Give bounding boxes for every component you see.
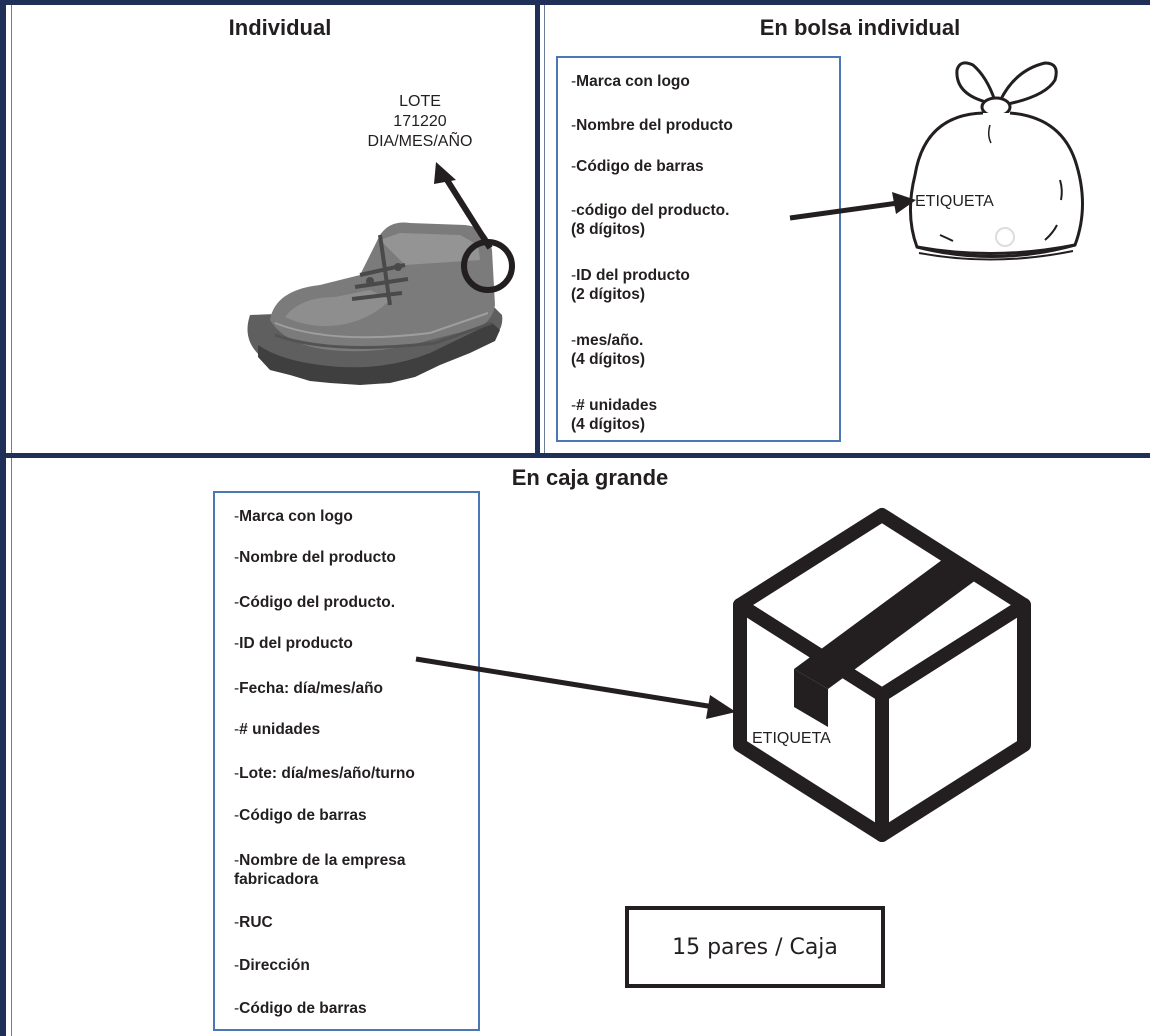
box-label-item: -# unidades — [234, 720, 320, 739]
frame-thin-line-mid — [544, 5, 545, 453]
bag-label-item: -mes/año. (4 dígitos) — [571, 331, 645, 369]
work-boot-icon — [247, 222, 503, 385]
box-label-item-text: Código de barras — [239, 807, 367, 824]
box-label-item: -Fecha: día/mes/año — [234, 679, 383, 698]
bag-label-item-text: mes/año. — [576, 332, 644, 349]
box-label-item-text: Dirección — [239, 957, 310, 974]
box-label-item: -Código de barras — [234, 806, 367, 825]
panel-title-box: En caja grande — [511, 465, 669, 490]
bag-label-item-text: Marca con logo — [576, 73, 690, 90]
lot-pointer-arrow — [434, 162, 515, 293]
bag-label-item-subtext: (4 dígitos) — [571, 351, 646, 368]
quantity-box: 15 pares / Caja — [625, 906, 885, 988]
bag-label-item-subtext: (2 dígitos) — [571, 286, 646, 303]
quantity-label: 15 pares / Caja — [672, 934, 838, 960]
bag-label-item-dash: - — [571, 73, 577, 90]
box-label-item-text: Lote: día/mes/año/turno — [239, 765, 415, 782]
box-label-item: -Marca con logo — [234, 507, 353, 526]
bag-label-item-text: Nombre del producto — [576, 117, 733, 134]
box-label-item-text: # unidades — [239, 721, 321, 738]
bag-label-arrow — [789, 192, 916, 221]
box-label-item-text: Fecha: día/mes/año — [239, 680, 384, 697]
trash-bag-icon — [908, 61, 1084, 261]
box-label-item: -Lote: día/mes/año/turno — [234, 764, 415, 783]
bag-label-item-text: Código de barras — [576, 158, 704, 175]
bag-label-item-subtext: (4 dígitos) — [571, 416, 646, 433]
box-label-item: -ID del producto — [234, 634, 353, 653]
box-label-item-text: Código del producto. — [239, 594, 396, 611]
bag-label-item: -Marca con logo — [571, 72, 690, 91]
box-label-item: -Dirección — [234, 956, 310, 975]
bag-label-item-dash: - — [571, 397, 577, 414]
bag-etiqueta-label: ETIQUETA — [915, 193, 994, 210]
box-label-item: -Código de barras — [234, 999, 367, 1018]
frame-thin-line-left — [11, 5, 12, 453]
bag-label-item: -código del producto. (8 dígitos) — [571, 201, 729, 239]
box-label-item-text: RUC — [239, 914, 273, 931]
lot-label: LOTE — [399, 93, 441, 110]
bag-label-item: -ID del producto (2 dígitos) — [571, 266, 690, 304]
frame-thin-line-bottom — [11, 458, 12, 1036]
bag-label-item-dash: - — [571, 202, 577, 219]
box-label-item-dash: - — [234, 680, 240, 697]
cardboard-box-icon — [733, 508, 1031, 842]
bag-label-item-dash: - — [571, 117, 577, 134]
box-label-item-text: Marca con logo — [239, 508, 353, 525]
panel-title-individual: Individual — [228, 15, 332, 40]
box-label-item-dash: - — [234, 957, 240, 974]
box-label-item-dash: - — [234, 807, 240, 824]
box-etiqueta-label: ETIQUETA — [752, 730, 831, 747]
box-label-item: -Nombre de la empresa fabricadora — [234, 851, 405, 889]
box-label-item-text: ID del producto — [239, 635, 353, 652]
frame-horizontal-divider — [0, 453, 1150, 458]
bag-label-item-dash: - — [571, 158, 577, 175]
box-label-item-dash: - — [234, 852, 240, 869]
frame-middle-divider — [535, 0, 540, 458]
bag-label-item-subtext: (8 dígitos) — [571, 221, 646, 238]
box-label-item: -Código del producto. — [234, 593, 395, 612]
box-label-item-dash: - — [234, 594, 240, 611]
box-label-arrow — [415, 656, 736, 719]
frame-top — [0, 0, 1150, 5]
box-label-item-text: Nombre de la empresa — [239, 852, 406, 869]
box-label-item-text: Nombre del producto — [239, 549, 396, 566]
box-label-item-dash: - — [234, 721, 240, 738]
bag-label-item: -Nombre del producto — [571, 116, 733, 135]
bag-label-item: -# unidades (4 dígitos) — [571, 396, 657, 434]
bag-label-item-text: # unidades — [576, 397, 658, 414]
lot-number: 171220 — [393, 113, 447, 130]
box-label-item: -Nombre del producto — [234, 548, 396, 567]
bag-label-list — [556, 56, 841, 442]
box-label-item-text: Código de barras — [239, 1000, 367, 1017]
bag-label-item-dash: - — [571, 267, 577, 284]
box-label-item-dash: - — [234, 549, 240, 566]
lot-format: DIA/MES/AÑO — [367, 133, 473, 150]
panel-title-bag: En bolsa individual — [759, 15, 961, 40]
box-label-item: -RUC — [234, 913, 273, 932]
box-label-item-subtext: fabricadora — [234, 871, 319, 888]
bag-label-item-text: ID del producto — [576, 267, 690, 284]
bag-label-item: -Código de barras — [571, 157, 704, 176]
frame-left — [0, 0, 6, 1036]
bag-label-item-text: código del producto. — [576, 202, 730, 219]
box-label-item-dash: - — [234, 914, 240, 931]
box-label-item-dash: - — [234, 765, 240, 782]
box-label-list — [213, 491, 480, 1031]
box-label-item-dash: - — [234, 635, 240, 652]
bag-label-item-dash: - — [571, 332, 577, 349]
box-label-item-dash: - — [234, 508, 240, 525]
box-label-item-dash: - — [234, 1000, 240, 1017]
